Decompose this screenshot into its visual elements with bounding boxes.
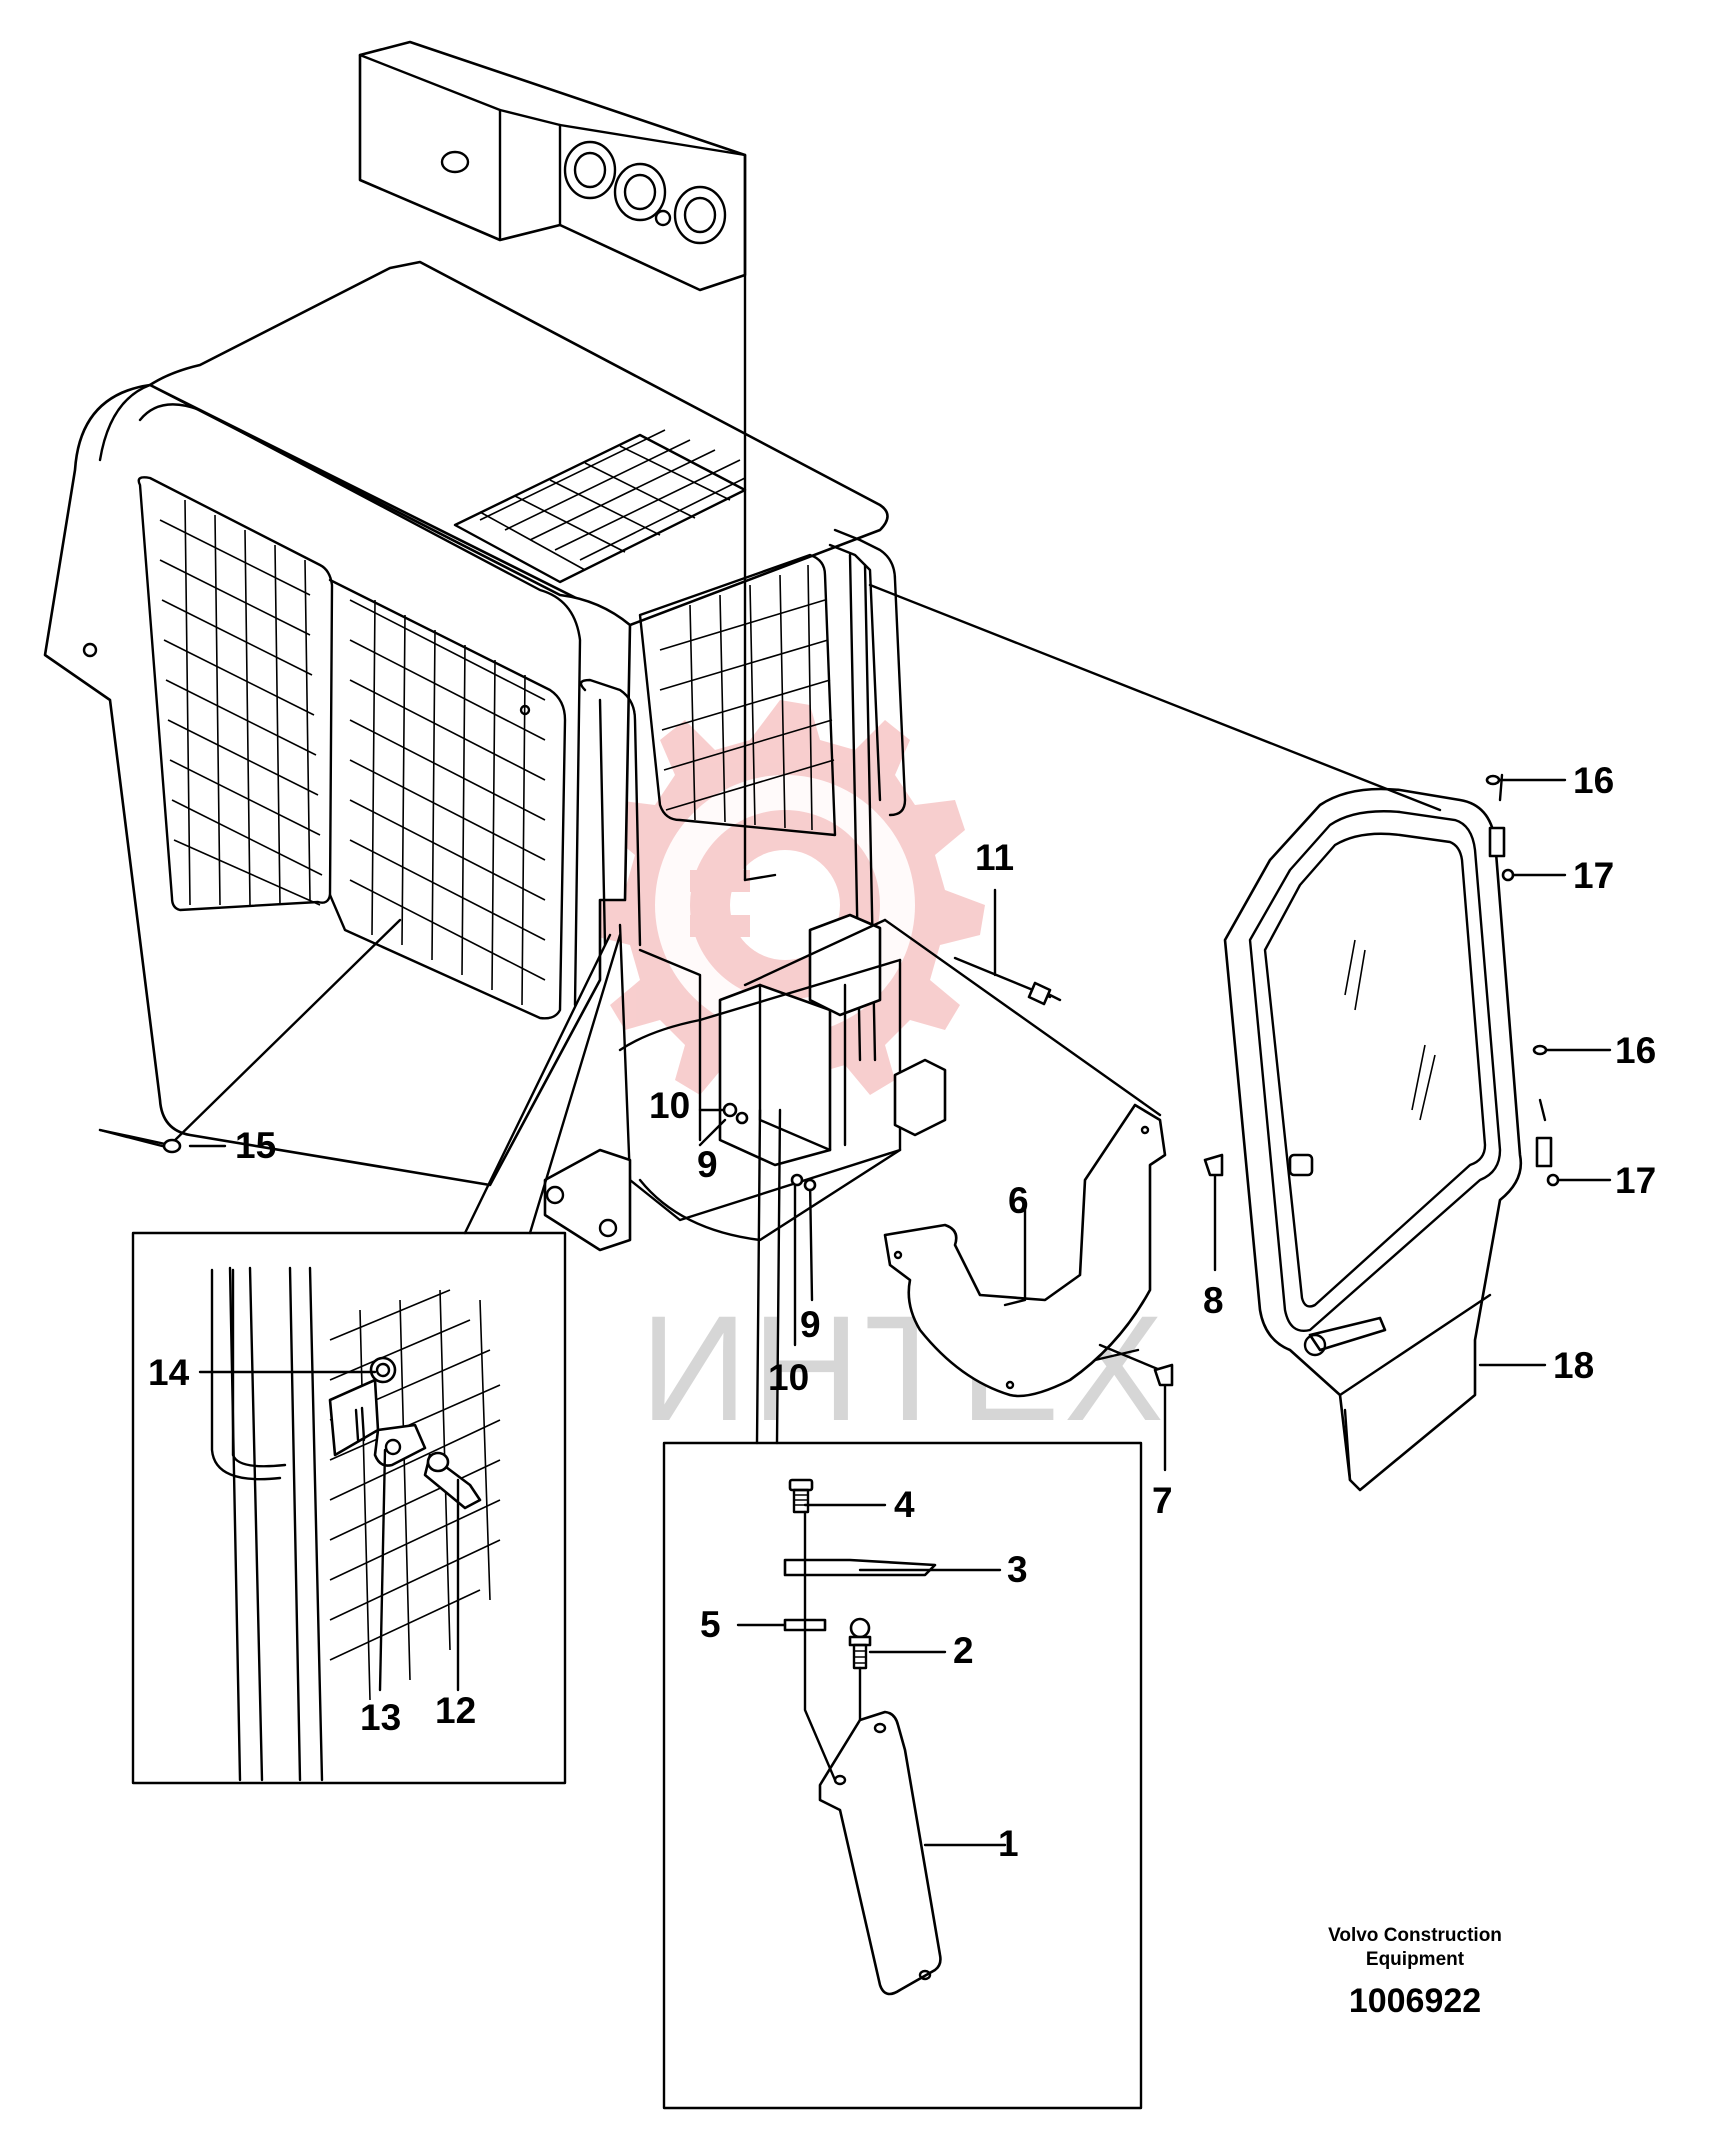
- callout-10b: 10: [768, 1357, 809, 1398]
- callout-2: 2: [953, 1630, 974, 1671]
- part-6-cover-plate: [883, 1103, 1167, 1398]
- document-number: 1006922: [1349, 1982, 1481, 2020]
- part-9-washer: [735, 1111, 749, 1125]
- callout-18: 18: [1553, 1345, 1594, 1386]
- callout-13: 13: [360, 1697, 401, 1738]
- callout-9a: 9: [697, 1144, 718, 1185]
- callout-3: 3: [1007, 1549, 1028, 1590]
- callout-5: 5: [700, 1604, 721, 1645]
- side-window-grille: [159, 499, 546, 1006]
- brand-line-2: Equipment: [1366, 1949, 1465, 1970]
- part-7-screw: [1153, 1363, 1174, 1387]
- part-2-stud: [848, 1617, 872, 1670]
- part-3-shim: [783, 1558, 937, 1577]
- callout-16a: 16: [1573, 760, 1614, 801]
- fasteners: [162, 774, 1560, 1387]
- callout-6: 6: [1008, 1180, 1029, 1221]
- callout-7: 7: [1152, 1480, 1173, 1521]
- top-console-panel: [358, 40, 747, 292]
- callout-16b: 16: [1615, 1030, 1656, 1071]
- callout-14: 14: [148, 1352, 190, 1393]
- part-16-pin: [1485, 774, 1501, 786]
- callout-15: 15: [235, 1125, 276, 1166]
- callout-11: 11: [975, 837, 1014, 878]
- callout-1: 1: [998, 1823, 1019, 1864]
- callout-17a: 17: [1573, 855, 1614, 896]
- callout-8: 8: [1203, 1280, 1224, 1321]
- part-11-rod: [953, 956, 1062, 1006]
- inset-bracket-detail: [662, 1441, 1143, 2110]
- part-15-plug: [162, 1138, 182, 1154]
- part-8-screw: [1203, 1153, 1224, 1177]
- callout-17b: 17: [1615, 1160, 1656, 1201]
- part-1-bracket: [818, 1710, 942, 1996]
- inset-latch-detail: [131, 1231, 567, 1785]
- part-10-nut: [722, 1102, 738, 1118]
- part-4-bolt: [788, 1478, 814, 1514]
- callout-10a: 10: [649, 1085, 690, 1126]
- callout-9b: 9: [800, 1304, 821, 1345]
- leader-lines: [98, 153, 1612, 1847]
- part-18-door: [1223, 773, 1553, 1492]
- part-17-washer: [1501, 868, 1515, 882]
- callout-4: 4: [894, 1484, 915, 1525]
- cab-body: [43, 260, 947, 1252]
- callout-12: 12: [435, 1690, 476, 1731]
- brand-line-1: Volvo Construction: [1328, 1925, 1502, 1946]
